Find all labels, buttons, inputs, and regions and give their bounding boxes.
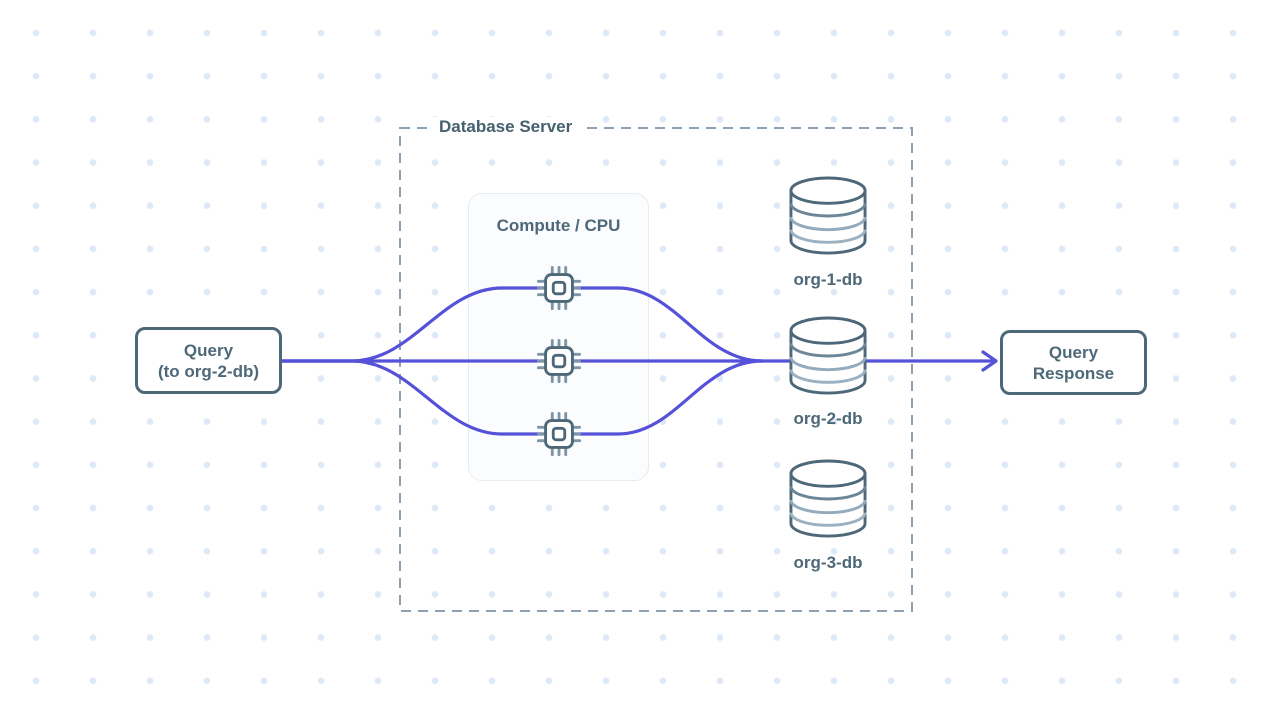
cpu-icon (536, 411, 582, 457)
cpu-icon (536, 265, 582, 311)
database-icon (789, 459, 867, 539)
query-node: Query (to org-2-db) (135, 327, 282, 394)
database-label: org-1-db (793, 270, 863, 289)
query-node-line2: (to org-2-db) (157, 361, 260, 381)
database-icon (789, 316, 867, 396)
database-label: org-3-db (793, 553, 863, 572)
response-node-line1: Query (1048, 342, 1099, 362)
query-node-line1: Query (183, 340, 234, 360)
database-label: org-2-db (793, 409, 863, 428)
query-response-node: Query Response (1000, 330, 1147, 395)
cpu-icon (536, 338, 582, 384)
database-icon (789, 176, 867, 256)
database-server-label: Database Server (429, 117, 583, 137)
response-node-line2: Response (1032, 363, 1115, 383)
flow-arrowhead (981, 350, 998, 372)
compute-group-title: Compute / CPU (496, 216, 621, 235)
